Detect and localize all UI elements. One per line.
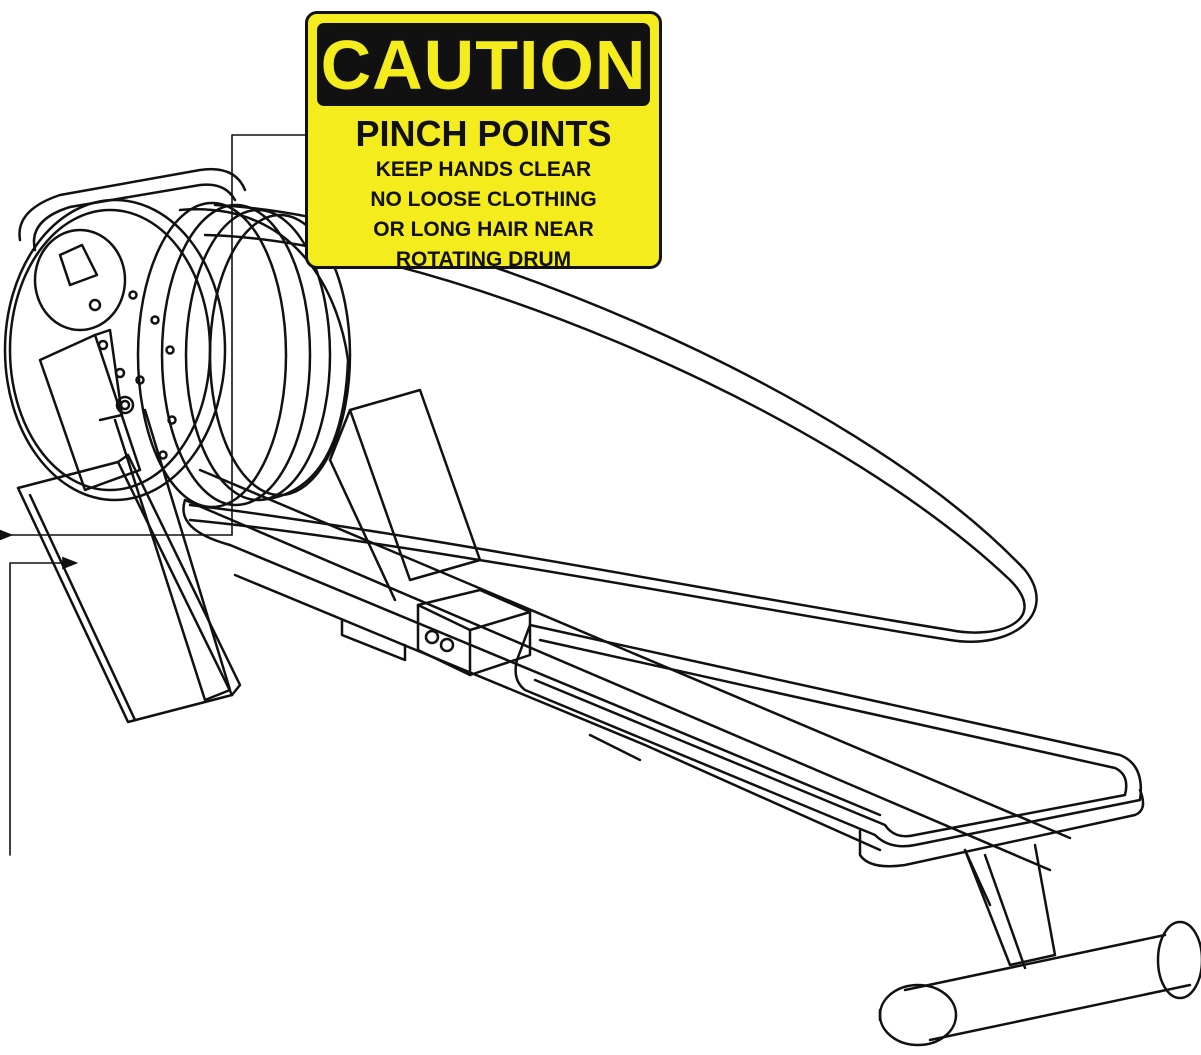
flywheel-plate [3,198,227,502]
caution-banner: CAUTION [317,23,650,106]
caution-line: OR LONG HAIR NEAR [373,217,594,241]
pulley-housing [33,228,127,332]
bracket-plate [38,328,142,492]
caution-sign: CAUTION PINCH POINTS KEEP HANDS CLEAR NO… [305,11,662,271]
rear-leg [963,843,1057,970]
pinch-point-callout [0,134,306,856]
front-foot-block [16,453,242,724]
caution-line: KEEP HANDS CLEAR [375,157,592,181]
caution-heading: PINCH POINTS [355,113,612,154]
front-base-block [328,388,482,602]
rail-bracket [340,618,642,762]
main-rail [182,468,1072,872]
caution-line: NO LOOSE CLOTHING [370,187,597,211]
caution-instructions: KEEP HANDS CLEAR NO LOOSE CLOTHING OR LO… [308,155,659,275]
guide-bar [113,408,232,702]
caution-line: ROTATING DRUM [395,247,572,271]
seat [514,623,1145,868]
ring-handle [188,203,1038,643]
signal-word: CAUTION [320,25,647,104]
top-handle [18,167,247,252]
rear-foot-tube [878,920,1201,1047]
